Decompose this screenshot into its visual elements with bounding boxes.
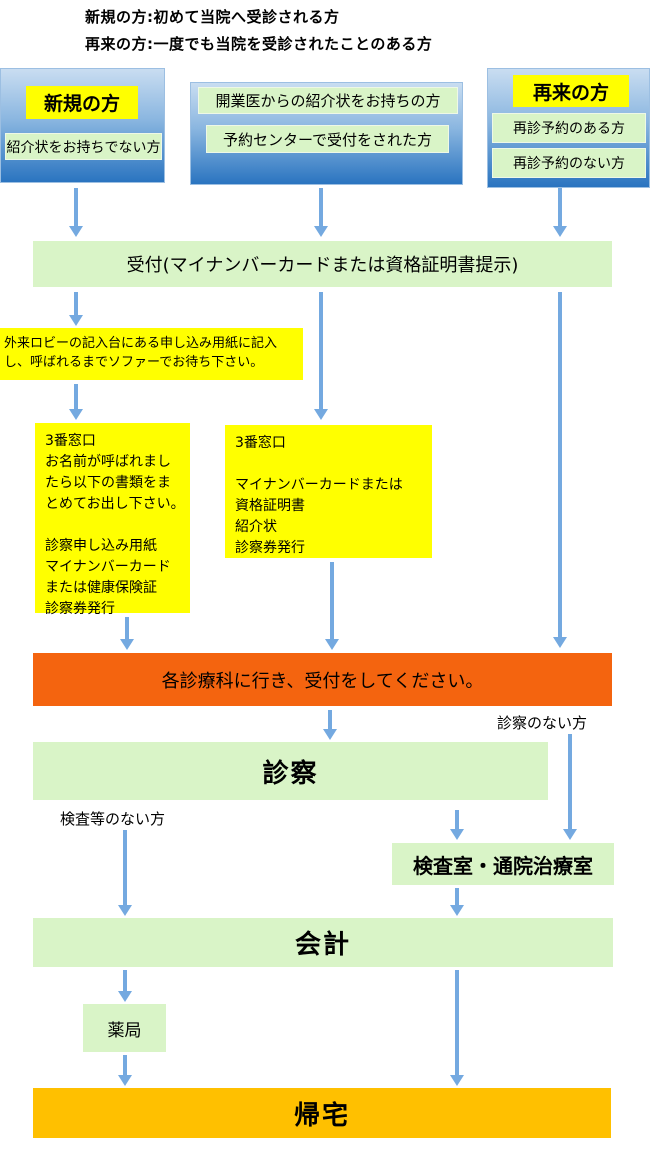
group-box-returning: 再来の方 再診予約のある方 再診予約のない方 xyxy=(487,68,650,188)
branch-label-no-consultation: 診察のない方 xyxy=(497,714,588,732)
step-pharmacy: 薬局 xyxy=(83,1004,166,1052)
group-title-returning: 再来の方 xyxy=(513,75,629,107)
note-window3-middle: 3番窓口 マイナンバーカードまたは 資格証明書 紹介状 診察券発行 xyxy=(225,425,432,558)
group-box-referral: 開業医からの紹介状をお持ちの方 予約センターで受付をされた方 xyxy=(190,82,463,185)
note-window3-left: 3番窓口 お名前が呼ばれまし たら以下の書類をま とめてお出し下さい。 診察申し… xyxy=(35,423,190,617)
arrow-reception-to-note xyxy=(74,292,78,316)
branch-label-no-test: 検査等のない方 xyxy=(60,810,166,828)
arrow-payment-to-home xyxy=(455,970,459,1076)
group-item-referral-letter: 開業医からの紹介状をお持ちの方 xyxy=(198,87,458,114)
arrow-reception-to-window3-middle xyxy=(319,292,323,410)
legend-new-patient: 新規の方:初めて当院へ受診される方 xyxy=(85,8,340,26)
arrow-window3-middle-to-department xyxy=(330,562,334,640)
step-payment: 会計 xyxy=(33,918,613,967)
group-item-with-reservation: 再診予約のある方 xyxy=(492,113,646,143)
arrow-no-consultation-to-testing xyxy=(568,734,572,830)
arrow-referral-to-reception xyxy=(319,188,323,227)
arrow-pharmacy-to-home xyxy=(123,1055,127,1076)
step-consultation: 診察 xyxy=(33,742,548,800)
step-testing-room: 検査室・通院治療室 xyxy=(392,843,614,885)
group-item-without-reservation: 再診予約のない方 xyxy=(492,148,646,178)
arrow-testing-to-payment xyxy=(455,888,459,906)
group-item-reservation-center: 予約センターで受付をされた方 xyxy=(206,125,449,153)
arrow-returning-to-reception xyxy=(558,188,562,227)
arrow-department-to-consultation xyxy=(328,710,332,730)
arrow-consultation-to-testing xyxy=(455,810,459,830)
arrow-window3-left-to-department xyxy=(125,617,129,640)
group-item-no-referral: 紹介状をお持ちでない方 xyxy=(5,133,162,160)
arrow-reception-to-department xyxy=(558,292,562,638)
step-home: 帰宅 xyxy=(33,1088,611,1138)
step-reception: 受付(マイナンバーカードまたは資格証明書提示) xyxy=(33,241,612,287)
arrow-no-test-to-payment xyxy=(123,830,127,906)
group-title-new-patient: 新規の方 xyxy=(26,86,138,119)
group-box-new-patient: 新規の方 紹介状をお持ちでない方 xyxy=(0,68,165,183)
arrow-new-to-reception xyxy=(74,188,78,227)
step-department-reception: 各診療科に行き、受付をしてください。 xyxy=(33,653,612,706)
note-lobby: 外来ロビーの記入台にある申し込み用紙に記入 し、呼ばれるまでソファーでお待ち下さ… xyxy=(0,328,303,380)
arrow-note-to-window3-left xyxy=(74,384,78,410)
arrow-payment-to-pharmacy xyxy=(123,970,127,992)
legend-returning-patient: 再来の方:一度でも当院を受診されたことのある方 xyxy=(85,35,433,53)
